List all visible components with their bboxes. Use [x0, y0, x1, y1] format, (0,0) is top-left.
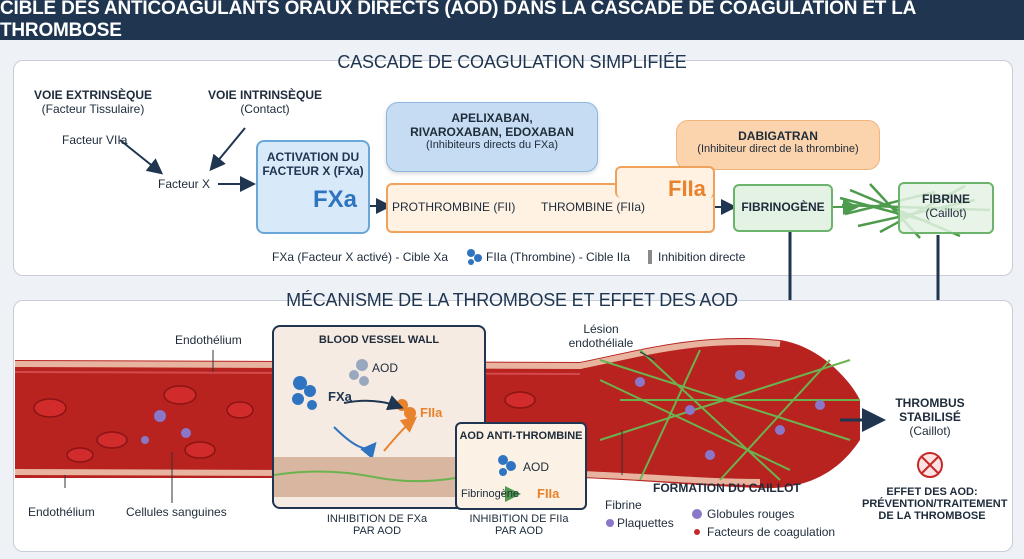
legend-inhibition-icon — [648, 250, 652, 264]
legend-inhibition: Inhibition directe — [658, 250, 746, 264]
xa-drugs-line1: APELIXABAN, — [451, 111, 533, 125]
endothelium-top-label: Endothélium — [175, 333, 242, 347]
inset-fxa-icon — [292, 376, 317, 410]
anti-thrombin-inset: AOD ANTI-THROMBINE AOD Fibrinogène FIIa — [455, 422, 587, 510]
activation-line2: FACTEUR X (FXa) — [262, 164, 364, 178]
inhib-fiia-line2: PAR AOD — [494, 525, 544, 537]
dabi-sub: (Inhibiteur direct de la thrombine) — [697, 143, 859, 155]
fibrin-sub: (Caillot) — [925, 206, 967, 220]
thrombus-line2: STABILISÉ — [899, 410, 961, 424]
fiia-label: FIIa — [668, 176, 706, 201]
vessel-wall-inset: BLOOD VESSEL WALL AOD FXa FIIa — [272, 325, 486, 509]
fibrinogen-box: FIBRINOGÈNE — [733, 184, 833, 232]
effect-line1: EFFET DES AOD: — [886, 486, 978, 498]
blood-cells-label: Cellules sanguines — [126, 505, 227, 519]
activation-line1: ACTIVATION DU — [266, 150, 360, 164]
lesion-line2: endothéliale — [568, 336, 634, 350]
vessel-wall-title: BLOOD VESSEL WALL — [318, 334, 440, 346]
legend-factor-icon — [694, 529, 700, 535]
inset-fiia-icon — [396, 399, 416, 419]
inset-aod-label: AOD — [372, 361, 399, 375]
legend-redcell-icon — [692, 509, 702, 519]
red-cells-label: Globules rouges — [707, 507, 795, 521]
inset2-aod-label: AOD — [523, 460, 550, 474]
fxa-label: FXa — [313, 186, 358, 213]
factor-viia-label: Facteur VIIa — [62, 133, 128, 147]
xa-drugs-line2: RIVAROXABAN, EDOXABAN — [410, 125, 574, 139]
inset2-aod-icon — [498, 455, 516, 476]
inhib-fxa-line1: INHIBITION DE FXa — [326, 513, 428, 525]
thrombin-label: THROMBINE (FIIa) — [541, 200, 645, 214]
clot-formation-label: FORMATION DU CAILLOT — [653, 481, 801, 495]
fxa-activation-box: ACTIVATION DU FACTEUR X (FXa) FXa — [256, 140, 370, 234]
inset-molecules — [274, 359, 481, 497]
legend-xa: FXa (Facteur X activé) - Cible Xa — [272, 250, 449, 264]
clot-platelets — [635, 370, 825, 460]
effect-line2: PRÉVENTION/TRAITEMENT — [862, 498, 1008, 510]
extrinsic-sub: (Facteur Tissulaire) — [41, 102, 145, 116]
aod-molecule-icon — [349, 359, 369, 386]
factor-x-label: Facteur X — [158, 177, 211, 191]
dabi-title: DABIGATRAN — [738, 129, 818, 143]
inset-fxa-label: FXa — [328, 389, 352, 404]
endothelium-bottom-label: Endothélium — [28, 505, 95, 519]
lesion-line1: Lésion — [583, 322, 619, 336]
intrinsic-pathway: VOIE INTRINSÈQUE (Contact) — [205, 88, 325, 116]
coag-factors-label: Facteurs de coagulation — [707, 525, 836, 539]
inset2-fiia-label: FIIa — [537, 486, 560, 501]
fibrin-box: FIBRINE (Caillot) — [898, 182, 994, 234]
xa-drugs-sub: (Inhibiteurs directs du FXa) — [425, 139, 559, 151]
platelets-label: Plaquettes — [617, 516, 674, 530]
inhib-fiia-caption: INHIBITION DE FIIa PAR AOD — [455, 513, 583, 537]
legend-fiia-icon — [467, 249, 482, 265]
anti-thrombin-title: AOD ANTI-THROMBINE — [459, 430, 583, 442]
aod-effect-label: EFFET DES AOD: PRÉVENTION/TRAITEMENT DE … — [862, 486, 1008, 522]
thrombus-line1: THROMBUS — [895, 396, 965, 410]
fibrin-label: Fibrine — [605, 498, 642, 512]
effect-line3: DE LA THROMBOSE — [878, 510, 986, 522]
platelet-icons — [141, 410, 191, 444]
fibrinogen-label: FIBRINOGÈNE — [741, 200, 825, 214]
legend-iia: FIIa (Thrombine) - Cible IIa — [486, 250, 631, 264]
legend-platelet-icon — [606, 519, 614, 527]
thrombosis-title: MÉCANISME DE LA THROMBOSE ET EFFET DES A… — [286, 290, 738, 310]
inset-fiia-label: FIIa — [420, 405, 443, 420]
thrombus-sub: (Caillot) — [909, 424, 951, 438]
red-blood-cells — [33, 385, 576, 463]
intrinsic-title: VOIE INTRINSÈQUE — [207, 88, 323, 102]
intrinsic-sub: (Contact) — [240, 102, 290, 116]
inhib-fxa-caption: INHIBITION DE FXa PAR AOD — [272, 513, 482, 537]
fiia-tab — [615, 166, 715, 198]
cascade-title: CASCADE DE COAGULATION SIMPLIFIÉE — [337, 52, 687, 72]
prothrombin-label: PROTHROMBINE (FII) — [392, 200, 516, 214]
anti-thrombin-graphics — [498, 455, 521, 502]
fibrin-title: FIBRINE — [922, 192, 970, 206]
extrinsic-title: VOIE EXTRINSÈQUE — [33, 88, 153, 102]
thrombus-label: THROMBUS STABILISÉ (Caillot) — [880, 396, 980, 438]
thrombus-crossed-icon — [917, 452, 943, 478]
inhib-fiia-line1: INHIBITION DE FIIa — [469, 513, 569, 525]
inset2-fibrinogen-label: Fibrinogène — [461, 488, 520, 500]
xa-inhibitors-tag: APELIXABAN, RIVAROXABAN, EDOXABAN (Inhib… — [386, 102, 598, 172]
lesion-label: Lésion endothéliale — [556, 322, 646, 350]
inhib-fxa-line2: PAR AOD — [352, 525, 402, 537]
extrinsic-pathway: VOIE EXTRINSÈQUE (Facteur Tissulaire) — [28, 88, 158, 116]
page-title: CIBLE DES ANTICOAGULANTS ORAUX DIRECTS (… — [0, 0, 1024, 41]
dabigatran-tag: DABIGATRAN (Inhibiteur direct de la thro… — [676, 120, 880, 170]
